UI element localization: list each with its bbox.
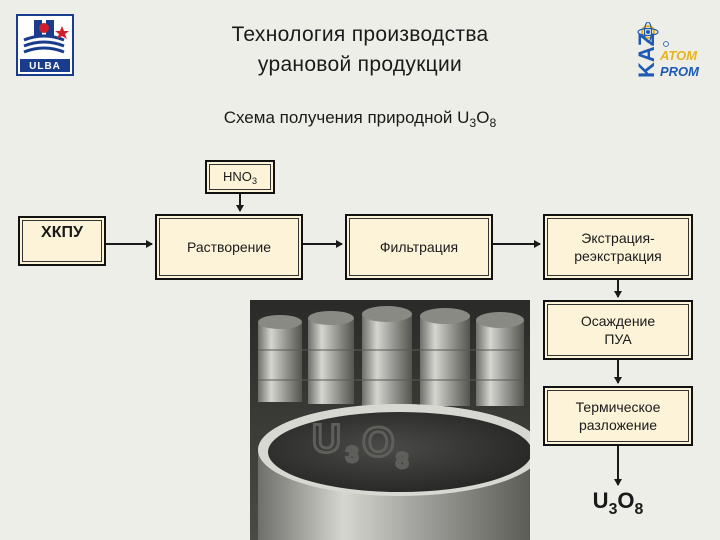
step-extraction: Экстрация- реэкстракция (543, 214, 693, 280)
step-decomposition: Термическое разложение (543, 386, 693, 446)
svg-text:U: U (312, 417, 341, 461)
product-u3o8: U3O8 (578, 488, 658, 514)
svg-text:8: 8 (396, 448, 408, 473)
svg-text:3: 3 (346, 442, 358, 467)
step-precipitation: Осаждение ПУА (543, 300, 693, 360)
step-extraction-line1: Экстрация- (574, 229, 662, 247)
barrels-photo: U 3 O 8 (250, 300, 530, 540)
step-dissolution-label: Растворение (187, 238, 271, 256)
step-precipitation-line2: ПУА (581, 330, 655, 348)
source-label: ХКПУ (41, 224, 83, 242)
step-decomposition-line1: Термическое (576, 398, 661, 416)
step-filtration-label: Фильтрация (380, 238, 458, 256)
reagent-box-hno3: HNO3 (205, 160, 275, 194)
svg-text:O: O (362, 418, 395, 465)
step-filtration: Фильтрация (345, 214, 493, 280)
step-decomposition-line2: разложение (576, 416, 661, 434)
source-box-xkpu: ХКПУ (18, 216, 106, 266)
step-precipitation-line1: Осаждение (581, 312, 655, 330)
reagent-label: HNO3 (223, 168, 257, 187)
step-extraction-line2: реэкстракция (574, 247, 662, 265)
step-dissolution: Растворение (155, 214, 303, 280)
drum-back-row (258, 306, 524, 406)
